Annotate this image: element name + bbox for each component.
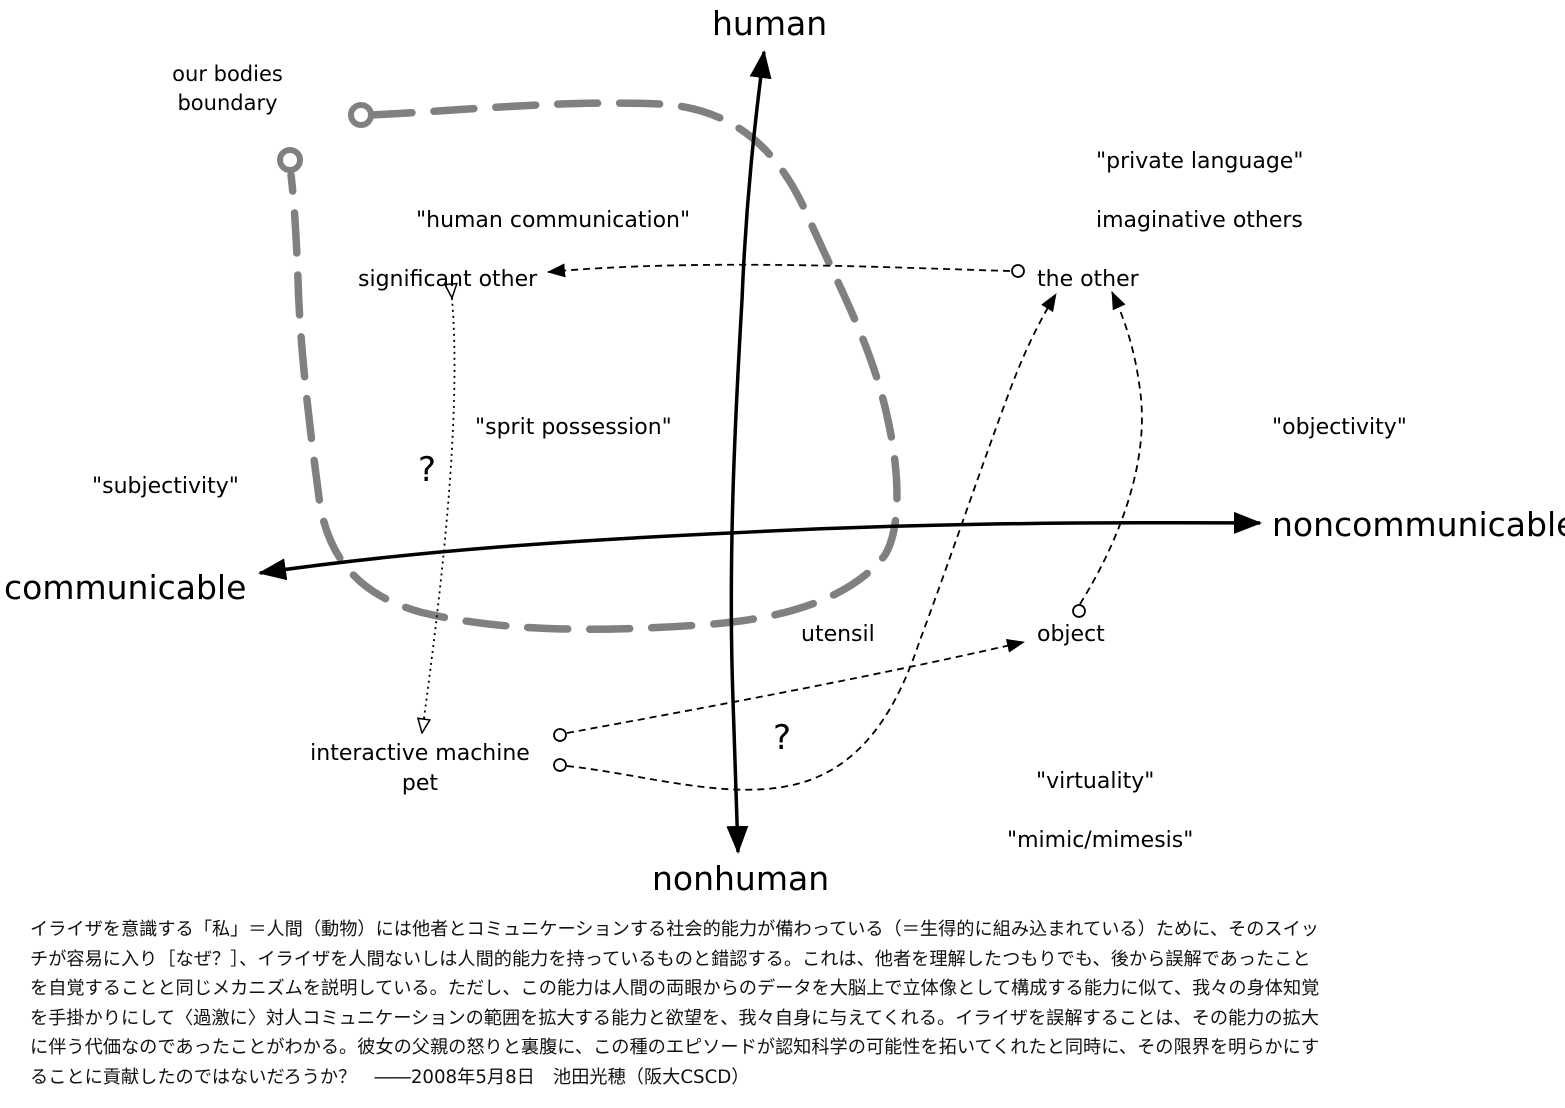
label-private-language: "private language" [1096,149,1304,174]
label-human-communication: "human communication" [416,208,691,233]
axis-label-human: human [712,4,828,43]
vertical-axis-up [740,50,772,301]
axis-label-noncommunicable: noncommunicable [1272,505,1565,544]
boundary-label: our bodies boundary [172,62,283,115]
node-object: object [1037,622,1105,647]
horizontal-axis-right [729,511,1262,535]
japanese-caption: イライザを意識する「私」＝人間（動物）には他者とコミュニケーションする社会的能力… [30,919,1320,1088]
object-origin-circle [1072,604,1086,618]
arrow-significant-machine [422,298,455,733]
node-significant-other: significant other [358,267,538,292]
arrow-other-to-significant [547,263,1011,278]
label-sprit-possession: "sprit possession" [475,415,672,440]
boundary-end-circle-1 [348,102,374,128]
label-mimic-mimesis: "mimic/mimesis" [1007,828,1194,853]
concept-diagram [258,50,1262,854]
vertical-axis-down [726,299,749,854]
the-other-origin-circle [1011,264,1025,278]
question-mark-left: ? [418,450,437,490]
axis-label-communicable: communicable [4,568,247,607]
label-subjectivity: "subjectivity" [92,474,239,499]
label-imaginative-others: imaginative others [1096,208,1303,233]
node-the-other: the other [1037,267,1139,292]
axis-label-nonhuman: nonhuman [652,859,830,898]
node-utensil: utensil [801,622,875,647]
question-mark-bottom: ? [773,718,792,758]
body-boundary-loop [287,99,901,633]
label-virtuality: "virtuality" [1036,769,1155,794]
machine-origin-circle-2 [553,758,567,772]
label-objectivity: "objectivity" [1272,415,1407,440]
node-interactive-machine-pet: interactive machine pet [310,741,530,796]
boundary-end-circle-2 [277,147,303,173]
horizontal-axis-left [258,531,731,581]
arrow-machine-to-object [566,638,1025,734]
machine-origin-circle-1 [553,728,567,742]
arrow-pet-to-other [566,293,1057,791]
arrow-object-to-other [1079,291,1143,605]
